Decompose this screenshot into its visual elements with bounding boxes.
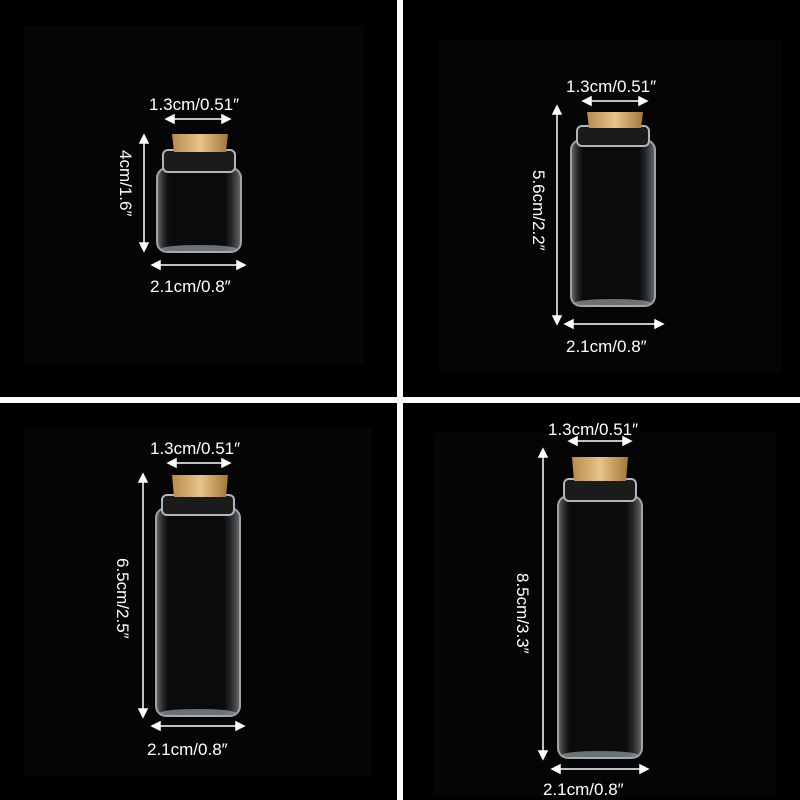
panel-bottle-6-5cm: 1.3cm/0.51″ 6.5cm/2.5″ 2.1cm/0.8″ [0,403,397,800]
bottle-icon [155,475,241,717]
bottle-5-6cm-drawing: 1.3cm/0.51″ 5.6cm/2.2″ 2.1cm/0.8″ [529,77,665,356]
neck-dimension-arrow [164,113,232,125]
panel-bottle-8-5cm: 1.3cm/0.51″ 8.5cm/3.3″ 2.1cm/0.8″ [403,403,800,800]
height-label: 6.5cm/2.5″ [113,558,132,639]
panel-bottle-5-6cm: 1.3cm/0.51″ 5.6cm/2.2″ 2.1cm/0.8″ [403,0,800,397]
bottle-icon [156,134,242,253]
width-label: 2.1cm/0.8″ [543,780,624,799]
neck-dimension-arrow [581,95,649,107]
bottle-icon [570,112,656,307]
panel-bottle-4cm: 1.3cm/0.51″ 4cm/1.6″ 2.1cm/0.8″ [0,0,397,397]
neck-dimension-arrow [567,435,633,447]
height-dimension-arrow [537,447,549,761]
width-label: 2.1cm/0.8″ [566,337,647,356]
height-label: 5.6cm/2.2″ [529,170,548,251]
height-label: 8.5cm/3.3″ [513,573,532,654]
bottle-8-5cm-drawing: 1.3cm/0.51″ 8.5cm/3.3″ 2.1cm/0.8″ [513,420,650,799]
neck-label: 1.3cm/0.51″ [548,420,638,439]
height-dimension-arrow [551,104,563,326]
bottle-6-5cm-drawing: 1.3cm/0.51″ 6.5cm/2.5″ 2.1cm/0.8″ [113,439,246,759]
neck-label: 1.3cm/0.51″ [566,77,656,96]
neck-label: 1.3cm/0.51″ [149,95,239,114]
height-dimension-arrow [138,133,150,253]
neck-label: 1.3cm/0.51″ [150,439,240,458]
bottle-icon [557,457,643,759]
height-dimension-arrow [137,472,149,719]
neck-dimension-arrow [166,457,232,469]
width-dimension-arrow [550,763,650,775]
width-dimension-arrow [150,720,246,732]
width-label: 2.1cm/0.8″ [147,740,228,759]
width-dimension-arrow [563,318,665,330]
width-label: 2.1cm/0.8″ [150,277,231,296]
bottle-4cm-drawing: 1.3cm/0.51″ 4cm/1.6″ 2.1cm/0.8″ [116,95,247,296]
width-dimension-arrow [150,259,247,271]
height-label: 4cm/1.6″ [116,150,135,217]
